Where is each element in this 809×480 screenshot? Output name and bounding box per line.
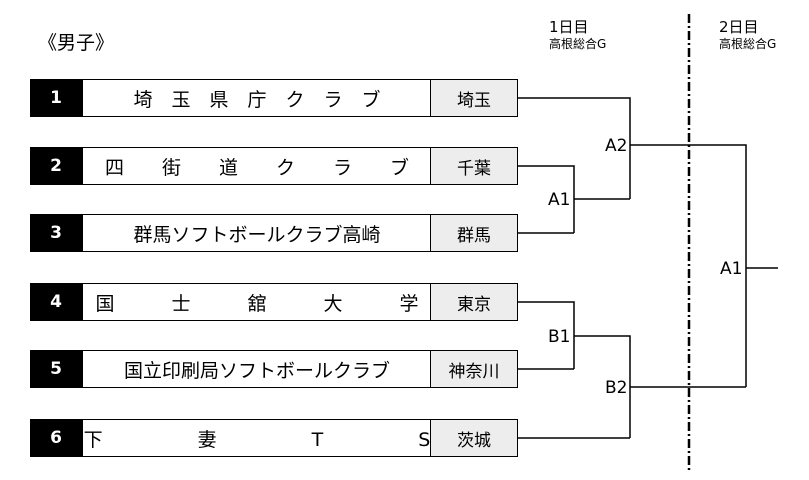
category-title: 《男子》 xyxy=(38,32,115,54)
match-label-a2: A2 xyxy=(604,136,629,156)
team-row-6: 6 下 妻 T S 茨城 xyxy=(30,419,518,457)
day-2-label: 2日目 xyxy=(719,18,759,36)
team-row-3: 3 群馬ソフトボールクラブ高崎 群馬 xyxy=(30,214,518,252)
match-label-a1-round1: A1 xyxy=(547,190,572,210)
day-1-label: 1日目 xyxy=(549,18,589,36)
bracket-line-team-1 xyxy=(518,97,631,199)
team-name: 国 士 舘 大 学 xyxy=(82,283,432,321)
match-label-b1: B1 xyxy=(547,327,572,347)
team-row-1: 1 埼 玉 県 庁 ク ラ ブ 埼玉 xyxy=(30,79,518,117)
team-prefecture: 茨城 xyxy=(430,419,518,457)
team-prefecture: 群馬 xyxy=(430,214,518,252)
bracket-line-team-2 xyxy=(518,165,575,233)
day-2-header: 2日目 高根総合G xyxy=(719,18,776,52)
seed-number: 3 xyxy=(30,214,82,252)
bracket-line-b1 xyxy=(574,335,631,438)
team-prefecture: 東京 xyxy=(430,283,518,321)
match-label-b2: B2 xyxy=(604,378,629,398)
seed-number: 5 xyxy=(30,350,82,388)
team-name: 国立印刷局ソフトボールクラブ xyxy=(82,350,432,388)
day-1-header: 1日目 高根総合G xyxy=(549,18,606,52)
seed-number: 2 xyxy=(30,147,82,185)
seed-number: 1 xyxy=(30,79,82,117)
team-row-5: 5 国立印刷局ソフトボールクラブ 神奈川 xyxy=(30,350,518,388)
day-2-venue: 高根総合G xyxy=(719,37,777,51)
team-prefecture: 神奈川 xyxy=(430,350,518,388)
seed-number: 6 xyxy=(30,419,82,457)
match-label-final: A1 xyxy=(719,259,744,279)
team-name: 埼 玉 県 庁 ク ラ ブ xyxy=(82,79,432,117)
bracket-line-a2 xyxy=(630,144,747,387)
day-1-venue: 高根総合G xyxy=(549,37,607,51)
seed-number: 4 xyxy=(30,283,82,321)
team-prefecture: 埼玉 xyxy=(430,79,518,117)
bracket-line-team-4 xyxy=(518,301,575,369)
team-name: 四 街 道 ク ラ ブ xyxy=(82,147,432,185)
team-row-2: 2 四 街 道 ク ラ ブ 千葉 xyxy=(30,147,518,185)
team-name: 群馬ソフトボールクラブ高崎 xyxy=(82,214,432,252)
team-row-4: 4 国 士 舘 大 学 東京 xyxy=(30,283,518,321)
team-name: 下 妻 T S xyxy=(82,419,432,457)
team-prefecture: 千葉 xyxy=(430,147,518,185)
